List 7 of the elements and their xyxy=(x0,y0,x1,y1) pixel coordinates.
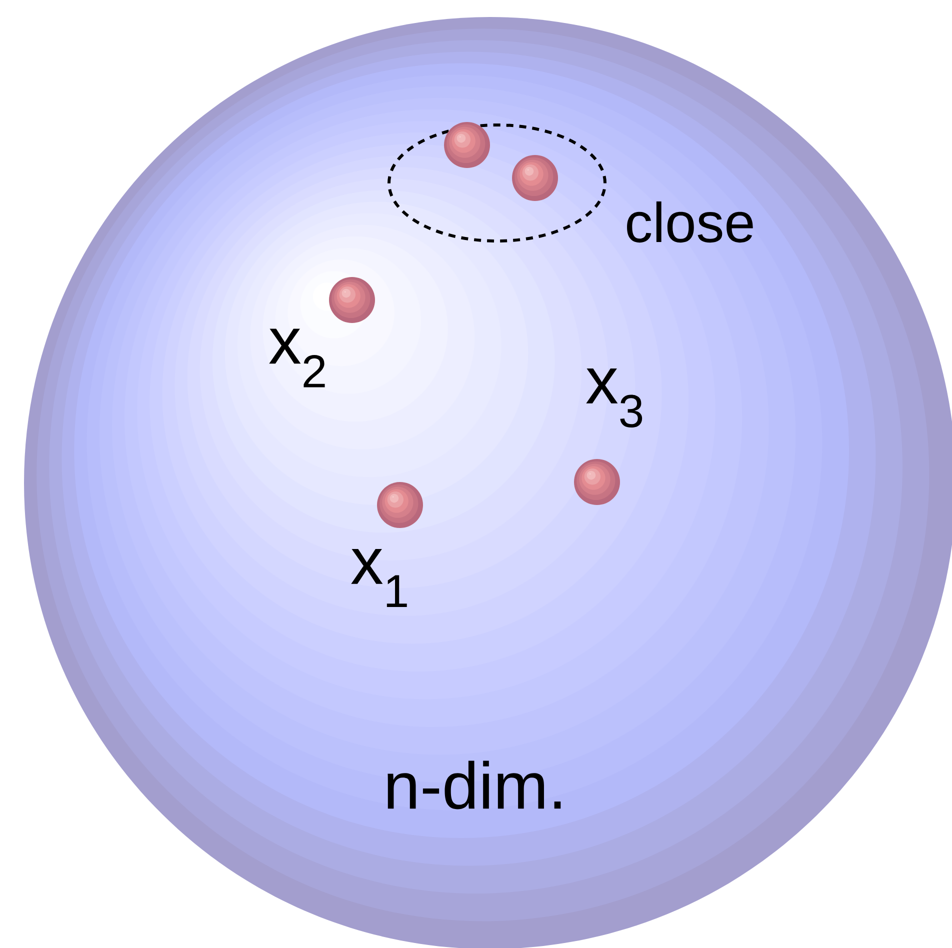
point-dot xyxy=(444,122,490,168)
point-label: x$_{1}$ xyxy=(351,548,407,608)
point-label: x$_{2}$ xyxy=(269,328,325,388)
point-label: x$_{3}$ xyxy=(586,368,642,428)
point-dot xyxy=(512,155,558,201)
group-label: close xyxy=(627,201,753,243)
dimension-label: n-dim. xyxy=(388,760,561,810)
